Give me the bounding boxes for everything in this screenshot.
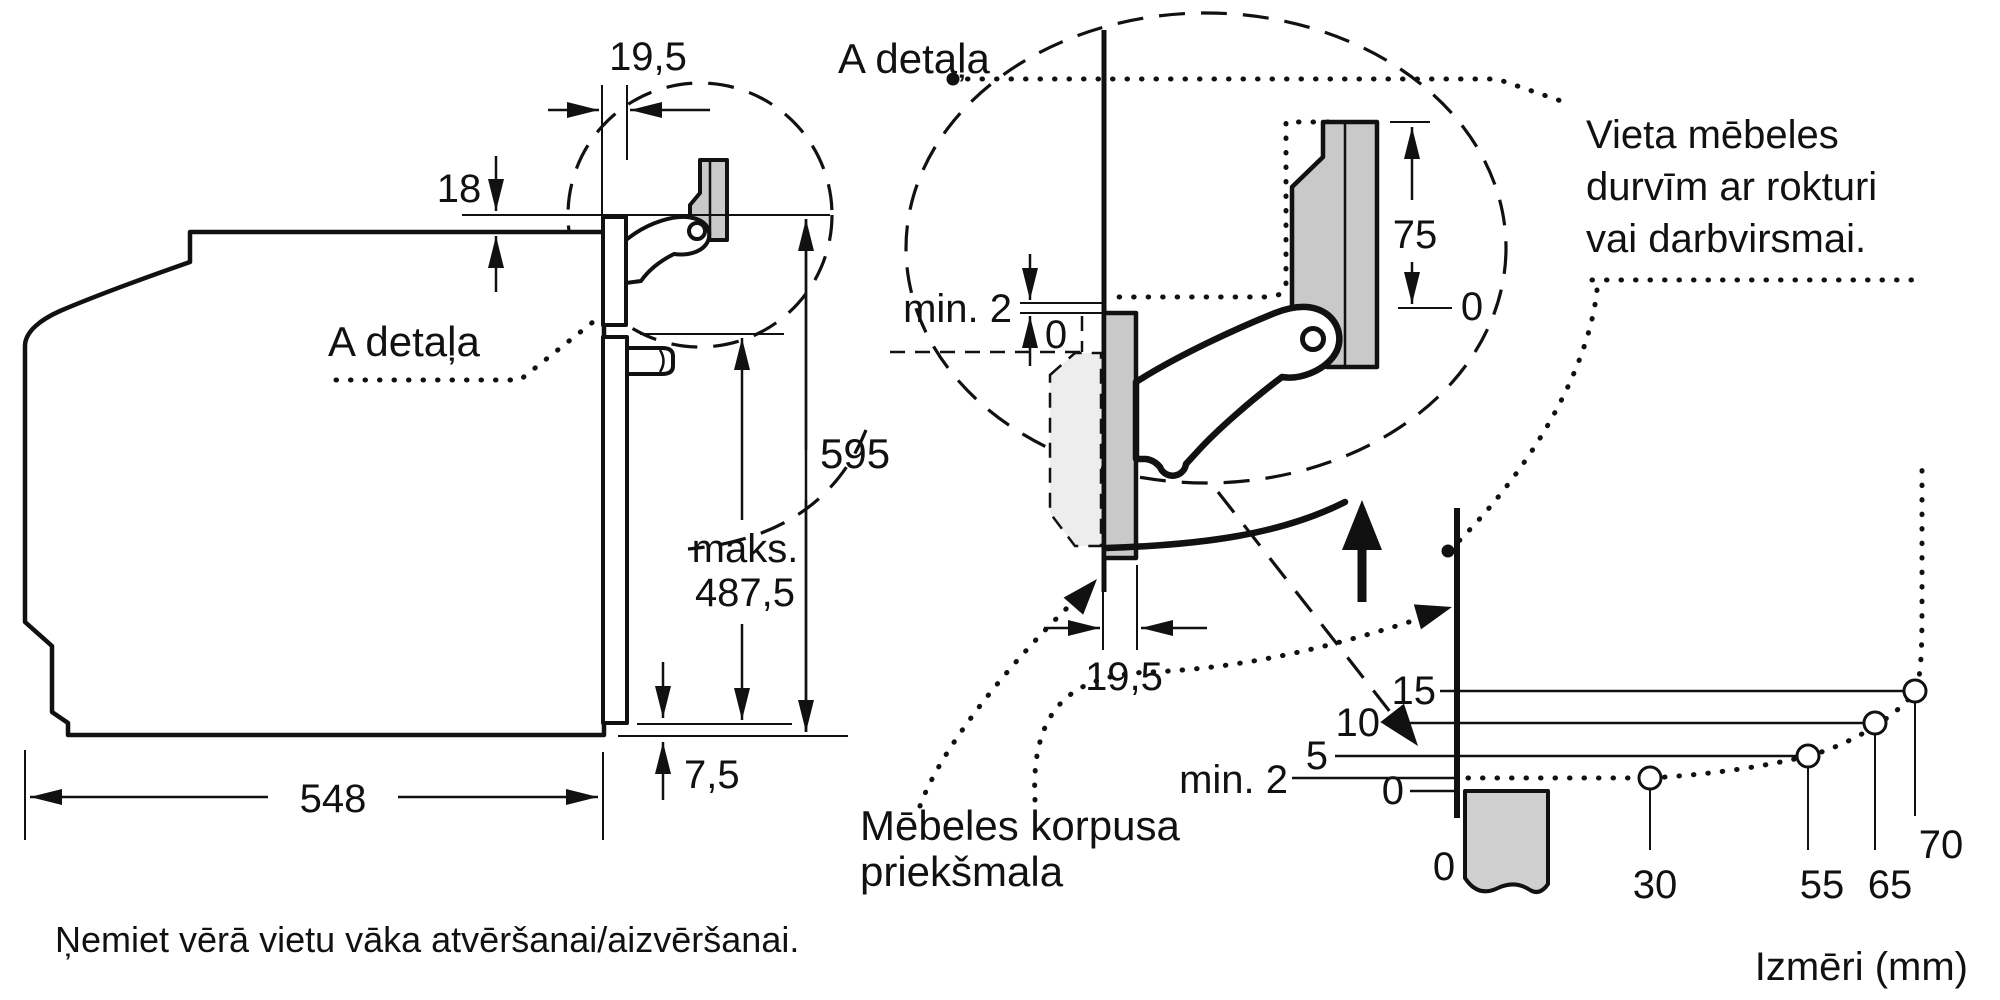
control-knob-detail [658, 349, 665, 373]
footer-note: Ņemiet vērā vietu vāka atvēršanai/aizvēr… [55, 919, 799, 960]
cabinet-front-note-line2: priekšmala [860, 848, 1064, 895]
clearance-curve [1647, 459, 1925, 781]
dim-max-label-1: maks. [692, 527, 799, 571]
dim-fascia-depth-detail-label: 19,5 [1085, 655, 1163, 699]
detail-a-label-left: A detaļa [328, 318, 480, 365]
detail-to-chart-arrowhead [1380, 703, 1418, 746]
door-space-outline [1107, 119, 1331, 300]
door-space-note-leader [1452, 287, 1600, 548]
chart-xtick-55: 55 [1800, 863, 1845, 907]
chart-xtick-30: 30 [1633, 863, 1678, 907]
cabinet-front-leader-wall-arrowhead [1063, 579, 1097, 615]
units-label: Izmēri (mm) [1755, 945, 1968, 989]
chart-xtick-70: 70 [1919, 823, 1964, 867]
door-swing-arc-detail [1102, 498, 1349, 552]
detail-circle-center [904, 11, 1508, 485]
dim-door-zero-label: 0 [1461, 285, 1483, 329]
dim-height-label: 595 [820, 430, 890, 477]
hinge-pivot-detail [1300, 326, 1326, 352]
chart-point-30 [1637, 765, 1663, 791]
detail-a-label-center: A detaļa [838, 35, 990, 82]
leader-dot [1441, 544, 1455, 558]
cabinet-front-note-line1: Mēbeles korpusa [860, 802, 1180, 849]
door-space-leader [950, 76, 1567, 105]
door-space-note-line2: durvīm ar rokturi [1586, 165, 1877, 209]
dim-bottom-lip-label: 7,5 [684, 753, 740, 797]
furniture-panel-section [1463, 789, 1550, 894]
cabinet-front-leader-axis [1032, 610, 1440, 803]
dim-front-gap-label: min. 2 [903, 287, 1012, 331]
oven-side-view: 19,5 18 A detaļa 595 maks. 487,5 7,5 548 [22, 35, 890, 840]
door-space-note-line3: vai darbvirsmai. [1586, 217, 1866, 261]
chart-xtick-0: 0 [1433, 845, 1455, 889]
control-knob [625, 346, 675, 376]
chart-ytick-0: 0 [1382, 769, 1404, 813]
dim-top-gap-label: 18 [437, 167, 482, 211]
chart-xtick-65: 65 [1868, 863, 1913, 907]
dim-front-zero-label: 0 [1045, 313, 1067, 357]
detail-view-a: A detaļa min. 2 0 [838, 11, 1567, 746]
detail-circle-left [566, 81, 834, 349]
hinge-arm-detail [1132, 303, 1343, 479]
cabinet-front-leader-wall [917, 587, 1089, 809]
dim-door-travel-label: 75 [1393, 213, 1438, 257]
chart-point-55 [1795, 743, 1821, 769]
oven-fascia-detail [1101, 310, 1139, 561]
oven-body-outline [22, 229, 607, 738]
detail-to-chart-dash [1216, 491, 1400, 723]
oven-fascia-upper [601, 215, 628, 327]
chart-ytick-10: 10 [1336, 701, 1381, 745]
door-swing-arc [687, 429, 868, 551]
chart-point-65 [1862, 710, 1888, 736]
cabinet-front-leader-axis-arrowhead [1413, 604, 1452, 630]
door-space-note-line1: Vieta mēbeles [1586, 113, 1839, 157]
dim-depth-label: 548 [300, 777, 367, 821]
chart-point-70 [1902, 678, 1928, 704]
dim-fascia-depth-label: 19,5 [609, 35, 687, 79]
chart-ytick-min2: min. 2 [1179, 758, 1288, 802]
door-space-block [1048, 351, 1103, 548]
clearance-chart: 15 10 5 min. 2 0 0 30 55 65 70 [1179, 459, 1964, 907]
dim-max-label-2: 487,5 [695, 571, 795, 615]
close-direction-arrow-head [1342, 500, 1382, 550]
door-space-note: Vieta mēbeles durvīm ar rokturi vai darb… [1441, 113, 1927, 558]
chart-ytick-5: 5 [1306, 734, 1328, 778]
chart-ytick-15: 15 [1392, 669, 1437, 713]
oven-fascia-lower [601, 335, 629, 725]
hinge-pivot-small [687, 221, 707, 241]
cabinet-front-note: Mēbeles korpusa priekšmala [860, 579, 1452, 895]
